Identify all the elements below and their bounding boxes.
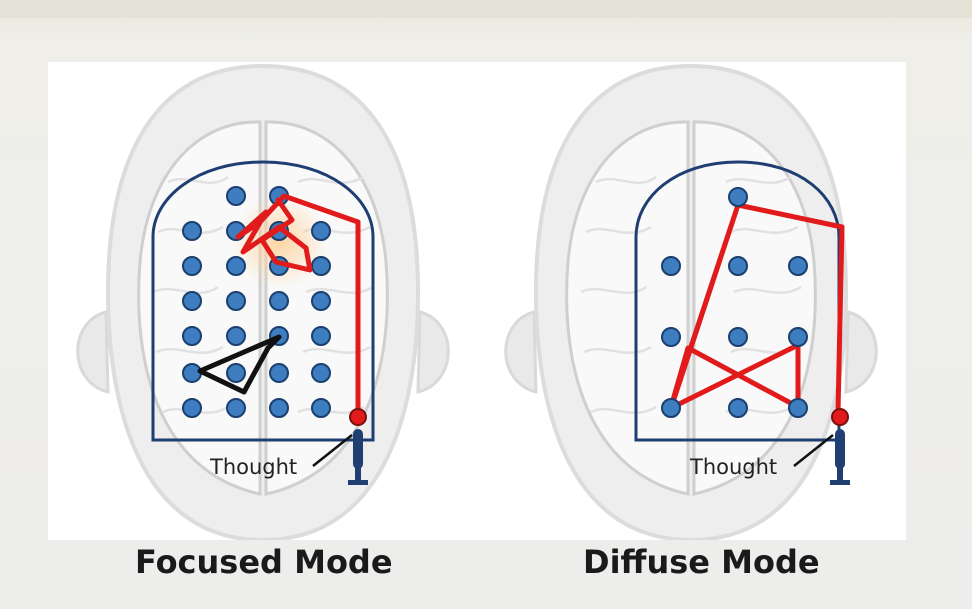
focused-mode-diagram: Thought (48, 62, 478, 540)
dot (182, 256, 202, 276)
dot (311, 221, 331, 241)
thought-ball (349, 408, 367, 426)
diffuse-mode-title: Diffuse Mode (583, 543, 820, 581)
dot (311, 363, 331, 383)
dot (226, 398, 246, 418)
dot (788, 256, 808, 276)
dot (788, 398, 808, 418)
ear-left (504, 310, 538, 394)
focused-mode-svg: Thought (76, 63, 450, 540)
ear-right (844, 310, 878, 394)
dot (311, 326, 331, 346)
dot (269, 398, 289, 418)
dot (728, 327, 748, 347)
diffuse-dots (661, 187, 808, 418)
dot (226, 291, 246, 311)
plunger (830, 429, 850, 485)
dot (226, 326, 246, 346)
thought-ball (831, 408, 849, 426)
thought-label-diffuse: Thought (689, 455, 777, 479)
dot (182, 326, 202, 346)
dot (311, 291, 331, 311)
focused-mode-title: Focused Mode (135, 543, 393, 581)
focused-black-path (197, 334, 282, 395)
brain-folds (580, 175, 802, 414)
board-frame (634, 160, 841, 442)
top-edge (0, 0, 972, 18)
dot (269, 291, 289, 311)
thought-leader-line (793, 434, 834, 467)
focused-red-path (235, 193, 361, 415)
dot (226, 363, 246, 383)
dot (728, 398, 748, 418)
diffuse-mode-diagram: Thought (476, 62, 906, 540)
dot (182, 398, 202, 418)
dot (661, 256, 681, 276)
dot (728, 256, 748, 276)
dot (226, 186, 246, 206)
ear-left (76, 310, 110, 394)
dot (661, 327, 681, 347)
dot (269, 363, 289, 383)
thought-leader-line (312, 434, 353, 467)
dot (226, 256, 246, 276)
brain-left-hemisphere (565, 120, 690, 496)
dot (311, 398, 331, 418)
dot (728, 187, 748, 207)
dot (661, 398, 681, 418)
diffuse-mode-svg: Thought (504, 63, 878, 540)
dot (182, 291, 202, 311)
dot (182, 221, 202, 241)
thought-label-focused: Thought (209, 455, 297, 479)
ear-right (416, 310, 450, 394)
dot (788, 327, 808, 347)
dot (311, 256, 331, 276)
diagram-panel: Thought (48, 62, 906, 540)
board-frame (151, 160, 375, 442)
dot (182, 363, 202, 383)
plunger (348, 429, 368, 485)
